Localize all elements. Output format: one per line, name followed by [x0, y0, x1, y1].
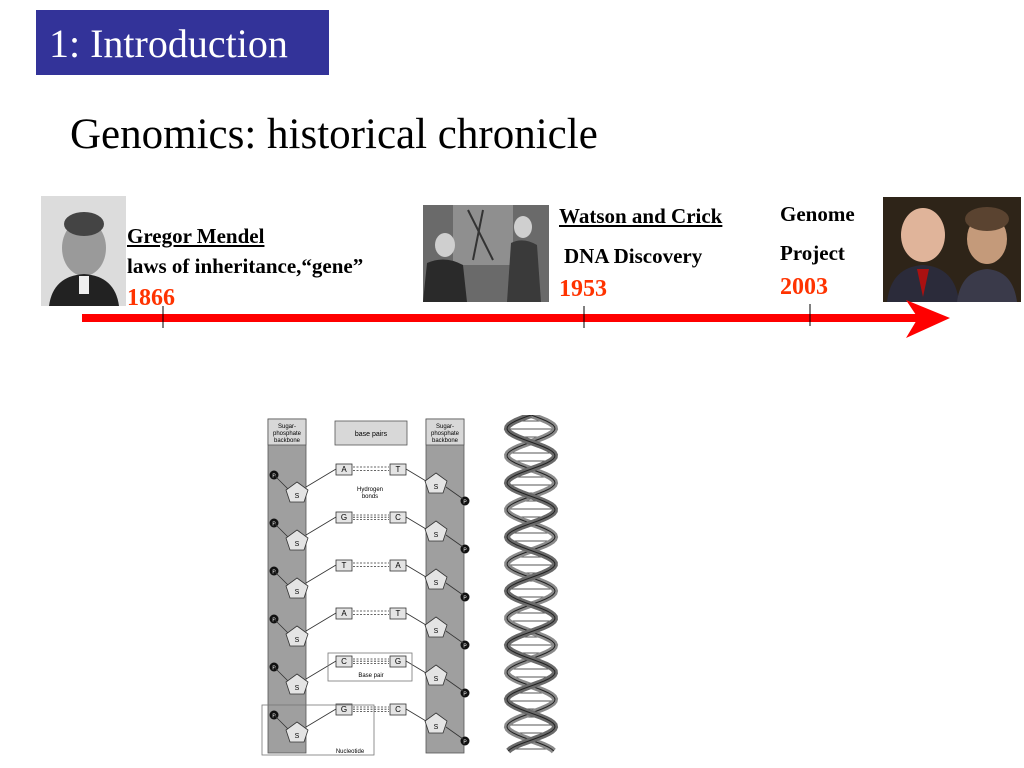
event-mendel-desc: laws of inheritance,“gene”	[127, 254, 364, 278]
helix-strand-edge	[506, 415, 556, 752]
svg-text:P: P	[272, 570, 276, 576]
svg-text:backbone: backbone	[274, 438, 301, 444]
mendel-portrait-image	[41, 196, 126, 306]
svg-text:P: P	[463, 644, 467, 650]
svg-text:S: S	[434, 532, 439, 539]
event-watson-crick-desc: DNA Discovery	[564, 244, 703, 268]
double-helix-illustration	[503, 415, 559, 754]
left-backbone-label: Sugar-	[278, 424, 296, 430]
svg-text:S: S	[434, 484, 439, 491]
right-sugar	[424, 712, 448, 734]
event-genome-year: 2003	[780, 274, 828, 300]
event-watson-crick-name: Watson and Crick	[559, 204, 723, 228]
svg-text:T: T	[342, 561, 347, 570]
right-sugar	[424, 616, 448, 638]
dna-structure-diagram: Sugar- phosphate backbone Sugar- phospha…	[261, 418, 470, 756]
svg-text:G: G	[341, 705, 347, 714]
base-left	[335, 655, 353, 668]
svg-text:A: A	[341, 609, 347, 618]
svg-text:P: P	[272, 666, 276, 672]
svg-text:S: S	[434, 724, 439, 731]
right-sugar	[424, 664, 448, 686]
svg-text:S: S	[295, 589, 300, 596]
base-right	[389, 703, 407, 716]
right-sugar	[424, 472, 448, 494]
base-left	[335, 463, 353, 476]
svg-text:A: A	[341, 465, 347, 474]
svg-text:bonds: bonds	[362, 494, 378, 500]
svg-text:T: T	[396, 609, 401, 618]
svg-text:P: P	[463, 500, 467, 506]
right-sugar	[424, 520, 448, 542]
timeline-arrow	[82, 300, 950, 338]
base-pair-outline	[327, 652, 413, 682]
section-label: 1: Introduction	[36, 10, 329, 75]
svg-text:P: P	[272, 714, 276, 720]
genome-project-photo	[883, 197, 1021, 302]
event-watson-crick-year: 1953	[559, 276, 607, 302]
right-backbone-label: Sugar-	[436, 424, 454, 430]
section-label-text: 1: Introduction	[49, 21, 288, 66]
svg-text:S: S	[295, 637, 300, 644]
nucleotide-outline	[261, 704, 375, 756]
event-mendel-year: 1866	[127, 285, 175, 311]
watson-crick-image	[423, 205, 549, 302]
event-mendel-name: Gregor Mendel	[127, 224, 265, 248]
svg-text:S: S	[295, 685, 300, 692]
svg-text:P: P	[272, 522, 276, 528]
right-sugar	[424, 568, 448, 590]
base-left	[335, 703, 353, 716]
base-right	[389, 511, 407, 524]
svg-text:G: G	[341, 513, 347, 522]
svg-text:P: P	[463, 692, 467, 698]
base-left	[335, 607, 353, 620]
svg-text:P: P	[463, 596, 467, 602]
base-right	[389, 607, 407, 620]
svg-text:S: S	[295, 493, 300, 500]
base-left	[335, 511, 353, 524]
svg-text:C: C	[341, 657, 347, 666]
base-right	[389, 655, 407, 668]
svg-text:S: S	[434, 676, 439, 683]
svg-text:G: G	[395, 657, 401, 666]
base-pairs-header: base pairs	[355, 431, 388, 438]
svg-text:P: P	[272, 474, 276, 480]
slide-title: Genomics: historical chronicle	[70, 111, 598, 158]
svg-text:T: T	[396, 465, 401, 474]
nucleotide-label: Nucleotide	[336, 749, 365, 755]
helix-strand-edge	[506, 415, 556, 752]
svg-text:S: S	[295, 541, 300, 548]
svg-text:P: P	[463, 740, 467, 746]
base-pair-label: Base pair	[358, 673, 383, 679]
event-genome-name-line2: Project	[780, 241, 845, 265]
svg-text:S: S	[434, 628, 439, 635]
event-genome-name-line1: Genome	[780, 202, 855, 226]
mendel-portrait	[41, 196, 126, 306]
svg-text:phosphate: phosphate	[273, 431, 302, 437]
svg-text:S: S	[295, 733, 300, 740]
svg-text:A: A	[395, 561, 401, 570]
watson-crick-photo	[423, 205, 549, 302]
svg-text:P: P	[463, 548, 467, 554]
svg-text:S: S	[434, 580, 439, 587]
svg-text:C: C	[395, 513, 401, 522]
svg-text:C: C	[395, 705, 401, 714]
base-right	[389, 463, 407, 476]
svg-text:backbone: backbone	[432, 438, 459, 444]
svg-text:P: P	[272, 618, 276, 624]
hydrogen-bonds-label: Hydrogen	[357, 487, 383, 493]
base-right	[389, 559, 407, 572]
genome-project-image	[883, 197, 1021, 302]
svg-text:phosphate: phosphate	[431, 431, 460, 437]
base-left	[335, 559, 353, 572]
